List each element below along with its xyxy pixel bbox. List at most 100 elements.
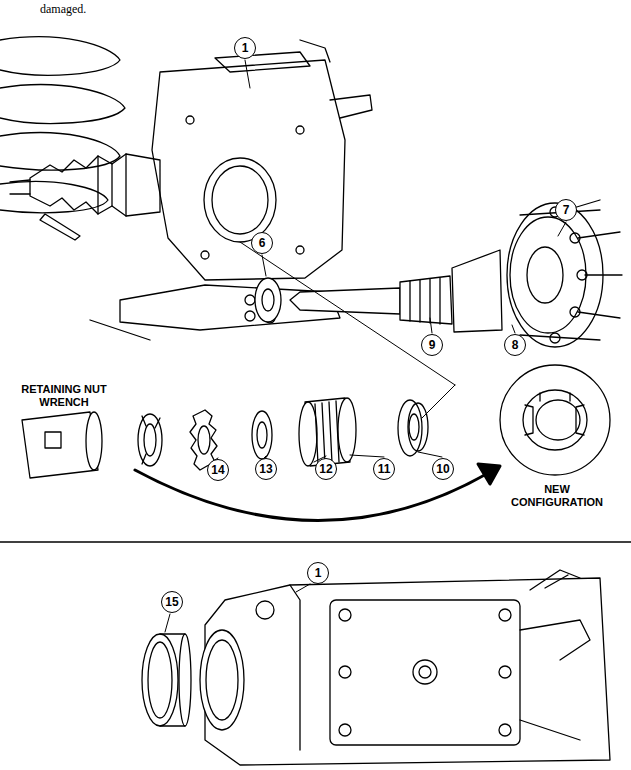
- steering-knuckle-part: [201, 251, 209, 259]
- knuckle-rear-view-part: [339, 724, 351, 736]
- panel-separator-part: [0, 541, 631, 543]
- steering-knuckle-part: [300, 40, 330, 62]
- hub-flange-part: [510, 217, 586, 333]
- panel-separator: [0, 541, 631, 543]
- wheel-bearing-part: [338, 398, 356, 462]
- grease-seal-part: [398, 400, 422, 456]
- steering-knuckle-part: [296, 246, 304, 254]
- steering-knuckle-part: [212, 166, 268, 234]
- hub-flange-part: [527, 247, 563, 303]
- hub-flange-part: [452, 250, 502, 332]
- leader-lines-bottom-part: [165, 614, 170, 632]
- hub-flange-part: [570, 307, 580, 317]
- knuckle-rear-view-part: [206, 640, 238, 720]
- callout-number: 14: [207, 459, 229, 481]
- steering-knuckle-part: [330, 95, 372, 118]
- leader-lines-part: [512, 325, 515, 333]
- steering-knuckle-part: [204, 158, 276, 242]
- knuckle-rear-view-part: [256, 601, 274, 619]
- knuckle-rear-view-part: [530, 570, 580, 590]
- grease-seal: [398, 400, 428, 456]
- leader-lines-part: [262, 255, 266, 276]
- coil-spring-part: [0, 133, 120, 170]
- knuckle-rear-view-part: [419, 666, 431, 678]
- knuckle-rear-view-part: [200, 630, 244, 730]
- hub-flange-part: [570, 233, 580, 243]
- knuckle-rear-view-part: [499, 609, 511, 621]
- hub-flange-part: [577, 270, 587, 280]
- steering-knuckle: [152, 40, 372, 280]
- coil-spring: [0, 37, 125, 213]
- retaining-nut-wrench-part: [86, 412, 102, 470]
- inset-detail-part: [540, 393, 570, 401]
- cv-boot: [10, 154, 160, 240]
- callout-number: 11: [373, 458, 395, 480]
- knuckle-rear-view-part: [499, 666, 511, 678]
- leader-lines: [212, 60, 566, 462]
- thrust-washer-part: [255, 278, 281, 322]
- flat-washer-part: [252, 411, 272, 459]
- leader-lines-part: [430, 318, 432, 333]
- hub-flange: [290, 200, 622, 347]
- hub-flange-part: [400, 276, 452, 324]
- cv-boot-part: [98, 154, 126, 216]
- knuckle-rear-view-part: [499, 724, 511, 736]
- callout-number: 6: [251, 232, 273, 254]
- inset-detail-part: [523, 390, 587, 450]
- callout-number: 8: [504, 334, 526, 356]
- leader-lines-part: [245, 60, 250, 88]
- callout-number: 10: [432, 458, 454, 480]
- inset-detail-part: [536, 400, 580, 440]
- steering-knuckle-part: [152, 60, 345, 280]
- lock-washer-part: [198, 426, 210, 454]
- retaining-nut: [138, 414, 162, 466]
- wheel-bearing: [299, 398, 356, 466]
- retaining-nut-part: [138, 414, 162, 466]
- wheel-bearing-part: [315, 401, 339, 464]
- flat-washer: [252, 411, 272, 459]
- hub-flange-part: [410, 278, 440, 324]
- hub-flange-part: [550, 333, 560, 343]
- retaining-nut-part: [144, 424, 156, 456]
- knuckle-rear-view-part: [330, 600, 520, 745]
- callout-number: 7: [555, 199, 577, 221]
- steering-knuckle-part: [215, 52, 310, 72]
- cv-boot-part: [40, 214, 80, 240]
- steering-knuckle-part: [186, 116, 194, 124]
- inset-detail: [500, 365, 610, 475]
- part-label: RETAINING NUT WRENCH: [12, 382, 116, 410]
- note-text: damaged.: [40, 2, 86, 17]
- grease-seal-part: [408, 403, 428, 451]
- callout-number: 1: [234, 37, 256, 59]
- thrust-washer: [255, 278, 281, 322]
- bearing-cup-part: [179, 634, 191, 726]
- callout-number: 13: [255, 458, 277, 480]
- coil-spring-part: [0, 37, 120, 75]
- hub-flange-part: [290, 288, 400, 314]
- knuckle-rear-view-part: [520, 620, 590, 740]
- cv-boot-part: [30, 154, 160, 216]
- coil-spring-part: [0, 85, 125, 124]
- lower-control-arm-part: [245, 295, 255, 305]
- explode-line-part: [240, 242, 455, 418]
- retaining-nut-wrench: [22, 412, 102, 478]
- knuckle-rear-view-part: [339, 666, 351, 678]
- leader-lines-bottom-part: [296, 584, 310, 592]
- retaining-nut-wrench-part: [45, 432, 61, 448]
- callout-number: 1: [307, 562, 329, 584]
- callout-number: 15: [161, 591, 183, 613]
- callout-number: 9: [421, 334, 443, 356]
- lower-control-arm-part: [90, 320, 150, 340]
- inset-detail-part: [500, 365, 610, 475]
- curved-arrow-part: [478, 464, 500, 484]
- knuckle-rear-view-part: [290, 585, 300, 750]
- leader-lines-part: [418, 452, 442, 457]
- knuckle-rear-view-part: [339, 609, 351, 621]
- wheel-bearing-part: [299, 402, 317, 466]
- steering-knuckle-part: [296, 126, 304, 134]
- knuckle-rear-view-part: [205, 578, 610, 765]
- lower-control-arm-part: [245, 311, 255, 321]
- flat-washer-part: [257, 422, 267, 448]
- cv-boot-part: [10, 180, 30, 194]
